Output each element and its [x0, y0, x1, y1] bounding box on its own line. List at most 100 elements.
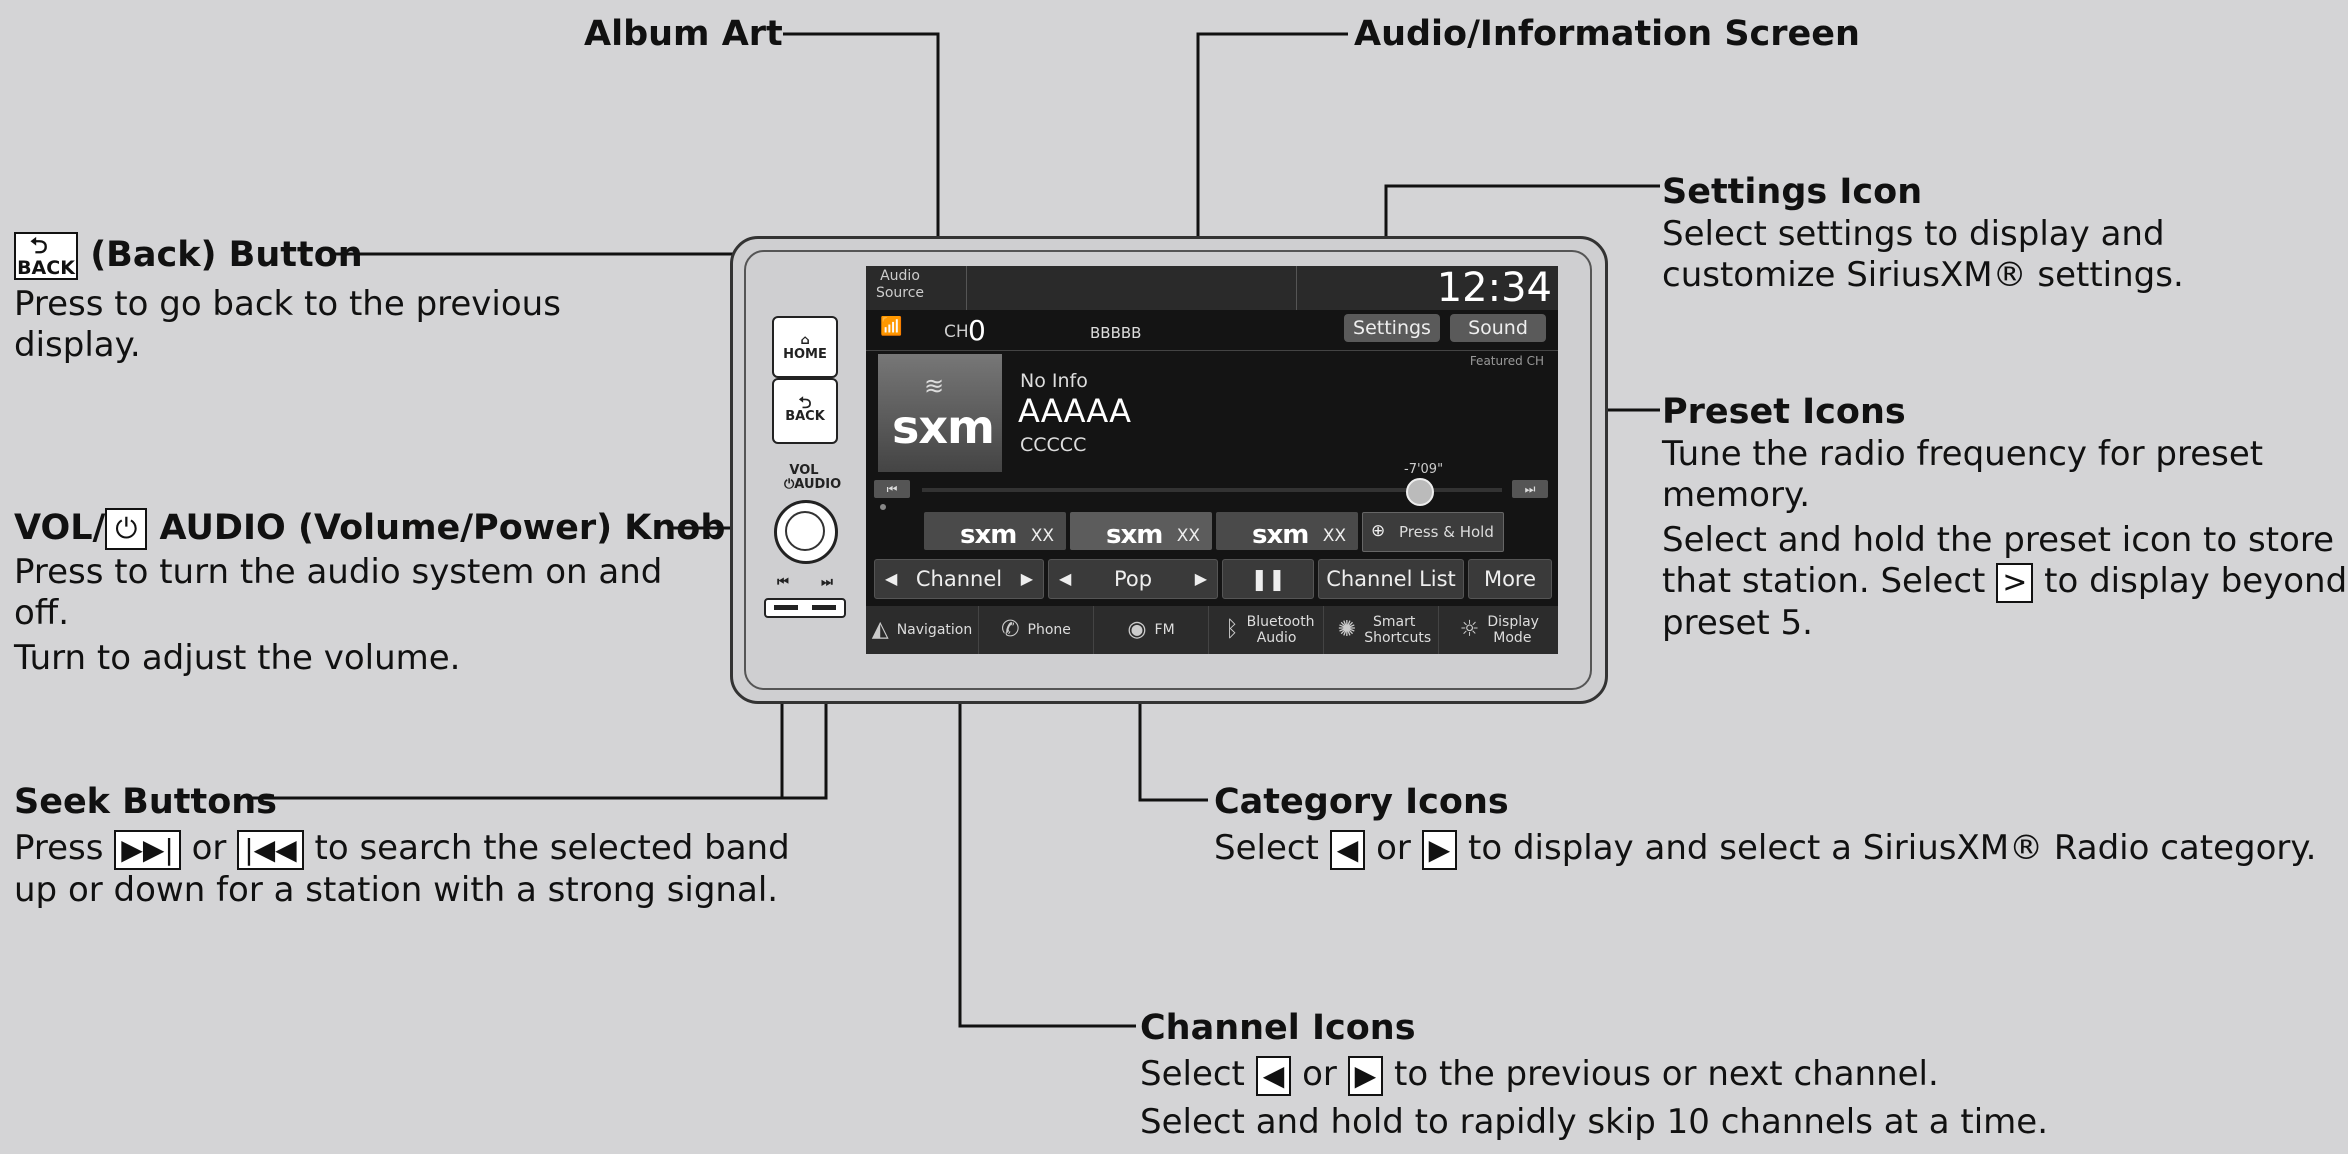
vol-power-icon: ⏻: [784, 477, 795, 492]
channel-desc-1: Select: [1140, 1054, 1245, 1094]
preset-2-xx: XX: [1176, 526, 1200, 546]
channel-callout: Channel Icons Select ◀ or ▶ to the previ…: [1140, 1008, 2048, 1143]
vol-desc-3: Turn to adjust the volume.: [14, 638, 461, 678]
back-callout: ⮌BACK (Back) Button Press to go back to …: [14, 232, 561, 366]
category-selector[interactable]: ◀ Pop ▶: [1048, 559, 1218, 599]
home-button[interactable]: ⌂ HOME: [772, 316, 838, 378]
preset-press-hold[interactable]: ⊕ Press & Hold: [1362, 512, 1504, 552]
nav-fm[interactable]: ◉FM: [1094, 606, 1209, 654]
preset-desc-4: that station. Select: [1662, 561, 1986, 601]
sirius-signal-icon: 📶: [880, 316, 903, 337]
nav-phone[interactable]: ✆Phone: [979, 606, 1094, 654]
album-art: ≋ sxm: [878, 354, 1002, 472]
page-dot: [880, 504, 886, 510]
next-key-icon: >: [1996, 562, 2034, 603]
back-button[interactable]: ⮌ BACK: [772, 378, 838, 444]
vol-audio-label: VOL ⏻AUDIO: [784, 463, 842, 492]
channel-desc-or: or: [1302, 1054, 1337, 1094]
volume-power-knob[interactable]: [774, 500, 838, 564]
channel-prev-icon[interactable]: ◀: [885, 569, 898, 588]
power-icon: ⏻: [105, 508, 148, 550]
nav-navigation[interactable]: ◭Navigation: [866, 606, 979, 654]
vol-desc-2: off.: [14, 593, 70, 633]
category-next-icon[interactable]: ▶: [1194, 569, 1207, 588]
seek-prev-icon: ⏮: [777, 575, 789, 590]
category-label: Pop: [1113, 567, 1153, 591]
plus-icon: ⊕: [1371, 521, 1386, 541]
seek-desc-or: or: [191, 828, 227, 868]
category-prev-icon[interactable]: ◀: [1059, 569, 1072, 588]
preset-2[interactable]: sxm XX: [1070, 512, 1212, 550]
progress-handle[interactable]: [1406, 478, 1434, 506]
skip-forward-button[interactable]: ⏭: [1512, 480, 1548, 498]
clock: 12:34: [1436, 266, 1552, 311]
seek-prev-button[interactable]: [774, 605, 798, 610]
settings-button[interactable]: Settings: [1344, 314, 1440, 342]
channel-list-button[interactable]: Channel List: [1318, 559, 1464, 599]
seek-desc-2: to search the selected band: [314, 828, 790, 868]
seek-down-icon: |◀◀: [237, 829, 304, 870]
preset-1-logo: sxm: [960, 520, 1017, 550]
category-title: Category Icons: [1214, 782, 1509, 822]
top-divider-2: [1296, 266, 1297, 310]
category-desc-1: Select: [1214, 828, 1319, 868]
vol-callout: VOL/⏻ AUDIO (Volume/Power) Knob Press to…: [14, 508, 725, 679]
category-desc-or: or: [1376, 828, 1411, 868]
seek-next-button[interactable]: [812, 605, 836, 610]
phone-icon: ✆: [1001, 617, 1020, 642]
song-text: CCCCC: [1020, 434, 1087, 456]
head-unit-inner-frame: [744, 250, 1592, 690]
fm-antenna-icon: ◉: [1127, 617, 1147, 642]
preset-desc-5: to display beyond: [2044, 561, 2348, 601]
audio-screen-label: Audio/Information Screen: [1354, 14, 1860, 54]
bluetooth-icon: ᛒ: [1225, 617, 1239, 642]
preset-1[interactable]: sxm XX: [924, 512, 1066, 550]
channel-title: Channel Icons: [1140, 1008, 1416, 1048]
preset-2-logo: sxm: [1106, 520, 1163, 550]
vol-title-suffix: AUDIO (Volume/Power) Knob: [147, 508, 726, 548]
settings-title: Settings Icon: [1662, 172, 1923, 212]
channel-label: Channel: [915, 567, 1003, 591]
back-arrow-icon: ⮌: [798, 393, 812, 412]
sound-button[interactable]: Sound: [1450, 314, 1546, 342]
settings-desc-1: Select settings to display and: [1662, 214, 2165, 254]
nav-display-mode[interactable]: ☼Display Mode: [1459, 614, 1539, 646]
back-desc-2: display.: [14, 325, 141, 365]
seek-rocker[interactable]: [764, 598, 846, 618]
preset-1-xx: XX: [1030, 526, 1054, 546]
channel-next-icon[interactable]: ▶: [1020, 569, 1033, 588]
seek-desc-3: up or down for a station with a strong s…: [14, 869, 779, 910]
display-mode-icon: ☼: [1459, 617, 1480, 642]
channel-right-arrow-icon: ▶: [1347, 1055, 1384, 1096]
back-title: (Back) Button: [90, 235, 363, 275]
channel-left-arrow-icon: ◀: [1255, 1055, 1292, 1096]
back-key-icon: ⮌BACK: [14, 232, 78, 280]
settings-desc-2: customize SiriusXM® settings.: [1662, 255, 2184, 295]
preset-desc-6: preset 5.: [1662, 602, 1813, 643]
channel-desc-3: Select and hold to rapidly skip 10 chann…: [1140, 1101, 2049, 1142]
channel-selector[interactable]: ◀ Channel ▶: [874, 559, 1044, 599]
skip-back-button[interactable]: ⏮: [874, 480, 910, 498]
seek-title: Seek Buttons: [14, 782, 277, 822]
featured-ch-label: Featured CH: [1469, 354, 1544, 368]
top-divider-1: [966, 266, 967, 310]
vol-desc-1: Press to turn the audio system on and: [14, 552, 663, 592]
progress-track[interactable]: [922, 488, 1502, 492]
sxm-wave-icon: ≋: [924, 372, 945, 400]
back-desc-1: Press to go back to the previous: [14, 284, 561, 324]
navigation-icon: ◭: [871, 617, 889, 642]
time-remaining: -7'09": [1404, 462, 1444, 477]
no-info-text: No Info: [1020, 370, 1088, 392]
back-button-label: BACK: [785, 409, 825, 424]
preset-3-xx: XX: [1322, 526, 1346, 546]
seek-next-icon: ⏭: [821, 575, 833, 590]
pause-button[interactable]: ❚❚: [1222, 559, 1314, 599]
screen-top-bar: [866, 266, 1558, 310]
more-button[interactable]: More: [1468, 559, 1552, 599]
pause-icon: ❚❚: [1250, 567, 1286, 591]
nav-smart-shortcuts[interactable]: ✺Smart Shortcuts: [1324, 606, 1439, 654]
